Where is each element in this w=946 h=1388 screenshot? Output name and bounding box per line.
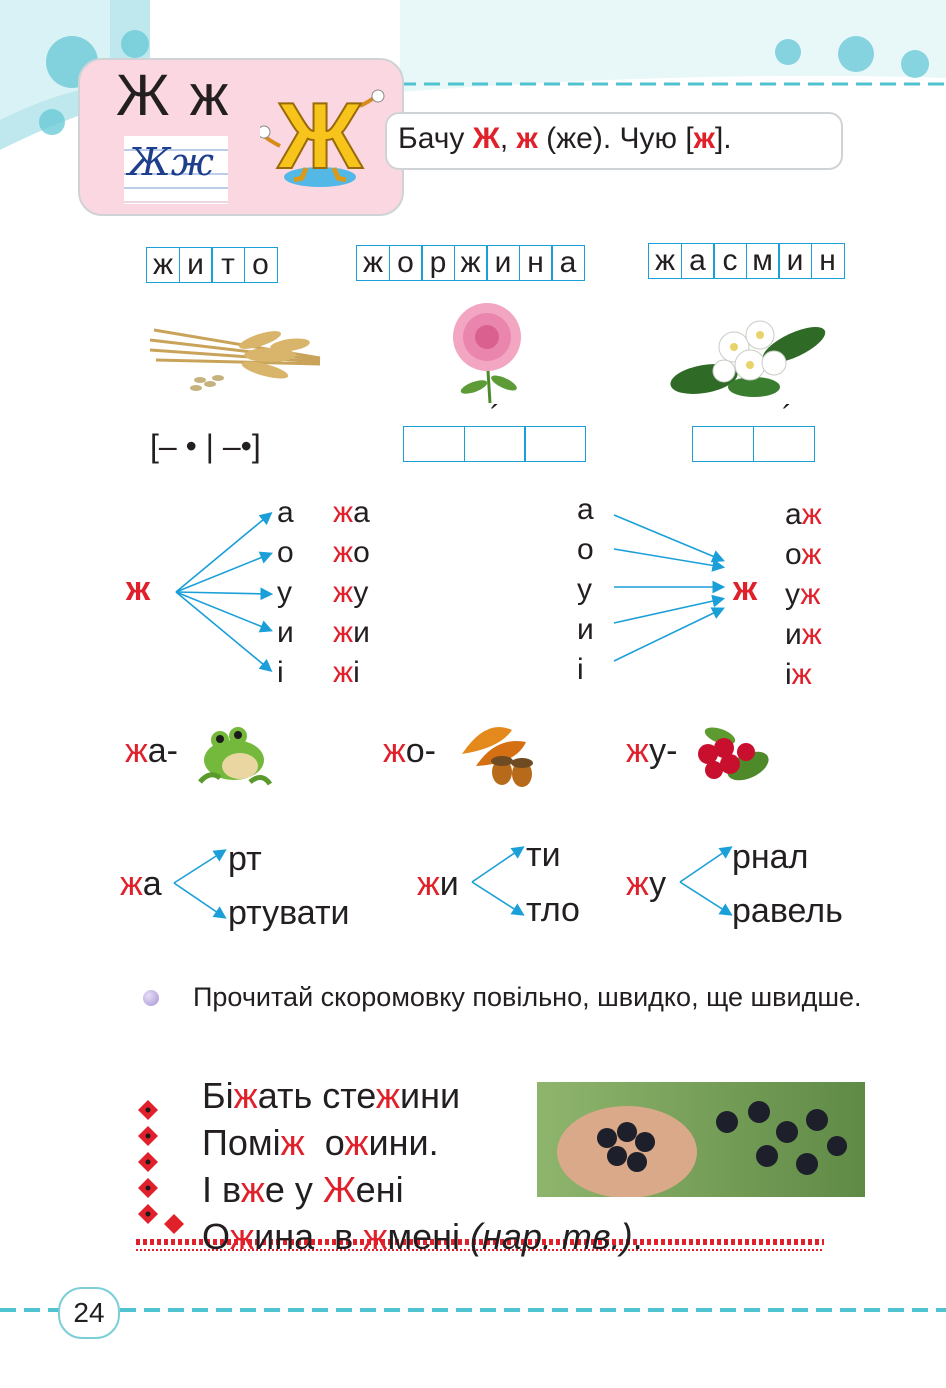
letter-cell: с: [713, 243, 747, 279]
letter-cell: ж: [356, 245, 390, 281]
vowel: у: [577, 573, 592, 606]
fan-consonant-left: ж: [126, 570, 151, 608]
letter-cell: а: [551, 245, 585, 281]
fan-arrows-right: [613, 514, 726, 662]
cursive-letters: Жж: [128, 140, 214, 184]
page-number: 24: [58, 1287, 120, 1339]
branch-base-zha: жа: [120, 865, 162, 903]
sound-scheme: [– • | –•]: [150, 428, 261, 464]
accent-mark: ´: [490, 400, 500, 433]
poem-line: І вже у Жені: [202, 1169, 404, 1210]
syllable: жа: [333, 496, 370, 529]
scheme-box: [463, 426, 526, 462]
word-zhyto: ж и т о: [146, 247, 278, 283]
tongue-twister: Біжать стежини Поміж ожини. І вже у Жені…: [202, 1072, 643, 1260]
branch-arrows: [471, 846, 525, 916]
vowel: і: [577, 653, 584, 686]
poem-line: Поміж ожини.: [202, 1122, 439, 1163]
embroidery-ornament: [136, 1100, 824, 1251]
scheme-box: [692, 426, 754, 462]
vowel: а: [277, 496, 294, 529]
letter-cell: о: [243, 247, 278, 283]
wheat-image: [149, 328, 321, 391]
word-zhorzhyna: ж о р ж и н а: [356, 245, 585, 281]
scheme-boxes-zhasmyn: [692, 426, 815, 462]
letter-cell: н: [518, 245, 553, 281]
letter-cell: и: [778, 243, 812, 279]
jasmine-image: [670, 320, 826, 397]
syllable: іж: [785, 658, 812, 691]
syllable: жи: [333, 616, 370, 649]
blackberries-photo: [537, 1082, 865, 1197]
scheme-box: [524, 426, 586, 462]
letter-cell: т: [211, 247, 245, 283]
task-instruction: Прочитай скоромовку повільно, швидко, ще…: [193, 982, 862, 1012]
fan-consonant-right: ж: [733, 570, 758, 608]
letter-cell: м: [745, 243, 780, 279]
poem-line: Ожина в жмені (нар. тв.).: [202, 1216, 643, 1257]
scheme-box: [403, 426, 465, 462]
vowel-column-right: а о у и і: [577, 490, 594, 690]
word-zhasmyn: ж а с м и н: [648, 243, 845, 279]
vowel: и: [577, 613, 594, 646]
letter-cell: и: [486, 245, 520, 281]
frog-image: [198, 727, 273, 786]
branch-ending: ртувати: [228, 894, 350, 932]
cursive-box: [124, 136, 228, 204]
header-decoration: [0, 0, 946, 150]
branch-base-zhu: жу: [626, 865, 667, 903]
syllable-column-left: жа жо жу жи жі: [333, 493, 370, 693]
intro-tag: [385, 112, 843, 170]
letter-mascot: Ж: [260, 82, 385, 189]
branch-ending: тло: [526, 891, 580, 929]
footer-line: [0, 1308, 946, 1312]
acorns-image: [462, 727, 533, 787]
vowel: и: [277, 616, 294, 649]
fan-arrows-left: [175, 511, 274, 673]
picture-syllable-zha: жа-: [125, 732, 178, 770]
branch-ending: рт: [228, 840, 262, 878]
syllable: иж: [785, 618, 822, 651]
picture-syllable-zhu: жу-: [626, 732, 678, 770]
syllable: аж: [785, 498, 822, 531]
syllable: ож: [785, 538, 822, 571]
cranberries-image: [698, 727, 769, 781]
poem-line: Біжать стежини: [202, 1075, 461, 1116]
letter-cell: ж: [648, 243, 682, 279]
branch-ending: ти: [526, 836, 561, 874]
intro-text: Бачу Ж, ж (же). Чую [ж].: [398, 122, 732, 155]
dahlia-image: [453, 303, 521, 404]
letter-cell: ж: [453, 245, 488, 281]
letter-cell: ж: [146, 247, 180, 283]
picture-syllable-zho: жо-: [383, 732, 436, 770]
branch-arrows: [173, 849, 227, 919]
vowel: о: [277, 536, 294, 569]
letter-cell: н: [810, 243, 845, 279]
letter-cell: о: [388, 245, 423, 281]
syllable-column-right: аж ож уж иж іж: [785, 495, 822, 695]
vowel: і: [277, 656, 284, 689]
folk-source: (нар. тв.): [460, 1216, 633, 1257]
branch-ending: рнал: [732, 838, 809, 876]
scheme-boxes-zhorzhyna: [403, 426, 586, 462]
branch-base-zhy: жи: [417, 865, 459, 903]
task-bullet-icon: [143, 990, 159, 1006]
letter-cell: а: [680, 243, 715, 279]
letter-cell: р: [421, 245, 455, 281]
big-letters: Ж ж: [116, 63, 231, 128]
letter-cell: и: [178, 247, 213, 283]
syllable: жу: [333, 576, 369, 609]
branch-ending: равель: [732, 892, 843, 930]
vowel: а: [577, 493, 594, 526]
vowel: у: [277, 576, 292, 609]
syllable: жі: [333, 656, 360, 689]
accent-mark: ´: [782, 400, 792, 433]
mascot-letter: Ж: [277, 83, 364, 188]
syllable: жо: [333, 536, 370, 569]
vowel-column-left: а о у и і: [277, 493, 294, 693]
branch-arrows: [679, 846, 733, 916]
syllable: уж: [785, 578, 821, 611]
scheme-box: [752, 426, 815, 462]
vowel: о: [577, 533, 594, 566]
